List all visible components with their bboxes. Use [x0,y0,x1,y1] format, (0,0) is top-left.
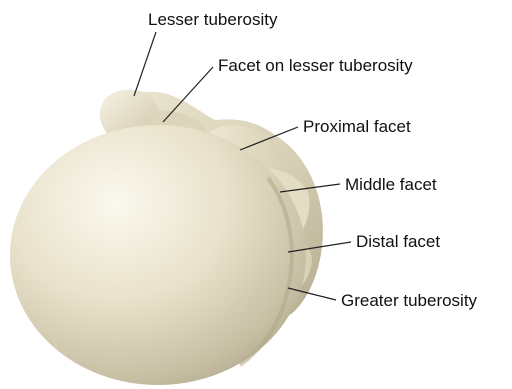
label-middle-facet: Middle facet [345,175,437,195]
label-greater-tuberosity: Greater tuberosity [341,291,477,311]
leader-line-lesser-tuberosity [134,32,156,96]
label-distal-facet: Distal facet [356,232,440,252]
label-lesser-tuberosity: Lesser tuberosity [148,10,277,30]
label-facet-on-lesser-tuberosity: Facet on lesser tuberosity [218,56,413,76]
label-proximal-facet: Proximal facet [303,117,411,137]
